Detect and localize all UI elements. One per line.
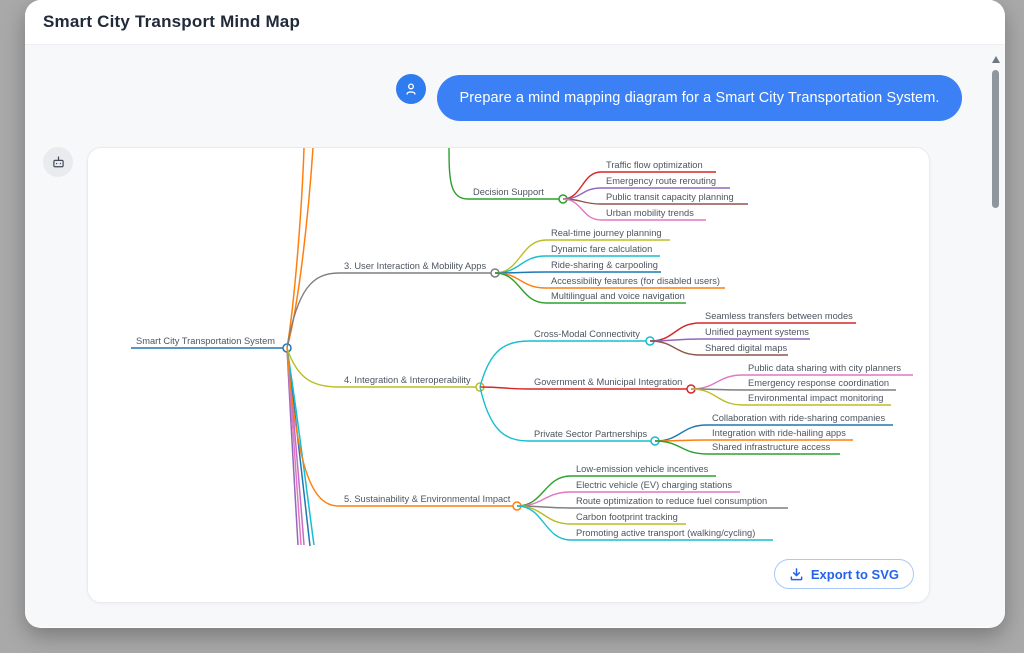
mindmap-link bbox=[479, 340, 530, 388]
mindmap-node-label[interactable]: Public data sharing with city planners bbox=[748, 363, 901, 373]
mindmap-node-label[interactable]: Integration with ride-hailing apps bbox=[712, 428, 846, 438]
mindmap-link bbox=[654, 424, 708, 442]
mindmap-node-label[interactable]: Accessibility features (for disabled use… bbox=[551, 276, 720, 286]
mindmap-node[interactable]: Environmental impact monitoring bbox=[690, 388, 891, 406]
mindmap-node[interactable]: Promoting active transport (walking/cycl… bbox=[516, 505, 773, 541]
export-svg-label: Export to SVG bbox=[810, 566, 899, 582]
mindmap-link bbox=[562, 198, 602, 221]
mindmap-node[interactable]: Ride-sharing & carpooling bbox=[494, 260, 661, 274]
mindmap-node[interactable]: Accessibility features (for disabled use… bbox=[494, 272, 725, 289]
mindmap-node-label[interactable]: Multilingual and voice navigation bbox=[551, 291, 685, 301]
mindmap-link bbox=[654, 440, 708, 455]
mindmap-link bbox=[516, 505, 572, 525]
mindmap-node[interactable]: 3. User Interaction & Mobility Apps bbox=[286, 261, 500, 349]
mindmap-card: Smart City Transportation System 3. User … bbox=[87, 147, 930, 603]
clipped-branch-link-bottom bbox=[286, 347, 315, 546]
export-svg-button[interactable]: Export to SVG bbox=[773, 559, 914, 589]
mindmap-node[interactable]: Shared digital maps bbox=[649, 340, 788, 356]
mindmap-svg[interactable]: Smart City Transportation System 3. User … bbox=[88, 148, 929, 602]
mindmap-link bbox=[516, 475, 572, 507]
scrollbar-thumb[interactable] bbox=[992, 70, 999, 208]
mindmap-node[interactable]: Public transit capacity planning bbox=[562, 192, 748, 205]
user-avatar bbox=[396, 74, 426, 104]
mindmap-node-label[interactable]: Private Sector Partnerships bbox=[534, 429, 648, 439]
person-icon bbox=[406, 83, 416, 95]
mindmap-link-from-offscreen bbox=[448, 148, 469, 200]
mindmap-link bbox=[649, 322, 701, 342]
mindmap-node[interactable]: Decision Support bbox=[448, 148, 568, 204]
mindmap-node[interactable]: Multilingual and voice navigation bbox=[494, 272, 686, 304]
mindmap-node[interactable]: Urban mobility trends bbox=[562, 198, 706, 221]
mindmap-node-label[interactable]: Route optimization to reduce fuel consum… bbox=[576, 496, 767, 506]
mindmap-node[interactable]: Smart City Transportation System bbox=[131, 336, 292, 353]
mindmap-node-label[interactable]: Decision Support bbox=[473, 187, 544, 197]
mindmap-node-label[interactable]: Unified payment systems bbox=[705, 327, 809, 337]
mindmap-link bbox=[494, 255, 547, 274]
page-title: Smart City Transport Mind Map bbox=[43, 12, 301, 31]
mindmap-link bbox=[494, 272, 547, 289]
mindmap-node-label[interactable]: Traffic flow optimization bbox=[606, 160, 703, 170]
mindmap-node[interactable]: Shared infrastructure access bbox=[654, 440, 840, 455]
mindmap-node-label[interactable]: Emergency route rerouting bbox=[606, 176, 716, 186]
mindmap-node-label[interactable]: 4. Integration & Interoperability bbox=[344, 375, 471, 385]
mindmap-link bbox=[286, 272, 340, 349]
mindmap-node-label[interactable]: Urban mobility trends bbox=[606, 208, 694, 218]
mindmap-link bbox=[516, 505, 572, 541]
scrollbar[interactable] bbox=[992, 50, 1000, 620]
mindmap-node-label[interactable]: Cross-Modal Connectivity bbox=[534, 329, 640, 339]
mindmap-node[interactable]: 4. Integration & Interoperability bbox=[286, 347, 485, 392]
mindmap-link bbox=[494, 272, 547, 304]
mindmap-node-label[interactable]: Seamless transfers between modes bbox=[705, 311, 853, 321]
mindmap-link bbox=[649, 340, 701, 356]
assistant-avatar bbox=[43, 147, 73, 177]
mindmap-node-label[interactable]: Emergency response coordination bbox=[748, 378, 889, 388]
mindmap-link bbox=[690, 388, 744, 406]
mindmap-node-label[interactable]: Promoting active transport (walking/cycl… bbox=[576, 528, 755, 538]
window-titlebar: Smart City Transport Mind Map bbox=[25, 0, 1005, 45]
mindmap-node-label[interactable]: Smart City Transportation System bbox=[136, 336, 275, 346]
mindmap-node-label[interactable]: Government & Municipal Integration bbox=[534, 377, 682, 387]
mindmap-node-label[interactable]: 3. User Interaction & Mobility Apps bbox=[344, 261, 486, 271]
mindmap-node-label[interactable]: Shared infrastructure access bbox=[712, 442, 831, 452]
chat-content-area: Prepare a mind mapping diagram for a Sma… bbox=[25, 45, 1005, 627]
scroll-up-arrow-icon[interactable] bbox=[992, 56, 1000, 63]
mindmap-node-label[interactable]: Public transit capacity planning bbox=[606, 192, 734, 202]
mindmap-link bbox=[562, 171, 602, 200]
mindmap-node-label[interactable]: Collaboration with ride-sharing companie… bbox=[712, 413, 885, 423]
mindmap-node[interactable]: Government & Municipal Integration bbox=[479, 377, 696, 394]
user-message-bubble: Prepare a mind mapping diagram for a Sma… bbox=[437, 75, 962, 121]
mindmap-node-label[interactable]: Shared digital maps bbox=[705, 343, 788, 353]
download-icon bbox=[790, 567, 803, 580]
mindmap-node-label[interactable]: 5. Sustainability & Environmental Impact bbox=[344, 494, 511, 504]
robot-icon bbox=[52, 156, 64, 167]
mindmap-link bbox=[286, 347, 340, 507]
mindmap-node-label[interactable]: Low-emission vehicle incentives bbox=[576, 464, 709, 474]
mindmap-link bbox=[479, 386, 530, 390]
clipped-branch-link-top bbox=[286, 148, 305, 349]
mindmap-link bbox=[690, 374, 744, 390]
mindmap-node-label[interactable]: Environmental impact monitoring bbox=[748, 393, 883, 403]
mindmap-link bbox=[479, 386, 530, 442]
mindmap-node-label[interactable]: Dynamic fare calculation bbox=[551, 244, 652, 254]
mindmap-link bbox=[516, 491, 572, 507]
mindmap-node[interactable]: Integration with ride-hailing apps bbox=[654, 428, 853, 442]
mindmap-node[interactable]: Unified payment systems bbox=[649, 327, 810, 342]
mindmap-node-label[interactable]: Carbon footprint tracking bbox=[576, 512, 678, 522]
mindmap-node[interactable]: Private Sector Partnerships bbox=[479, 386, 660, 446]
mindmap-node-label[interactable]: Ride-sharing & carpooling bbox=[551, 260, 658, 270]
mindmap-node-label[interactable]: Electric vehicle (EV) charging stations bbox=[576, 480, 732, 490]
app-window: Smart City Transport Mind Map Prepare a … bbox=[25, 0, 1005, 628]
mindmap-link bbox=[286, 347, 340, 388]
mindmap-node-label[interactable]: Real-time journey planning bbox=[551, 228, 662, 238]
mindmap-node[interactable]: 5. Sustainability & Environmental Impact bbox=[286, 347, 522, 511]
mindmap-node[interactable]: Route optimization to reduce fuel consum… bbox=[516, 496, 788, 509]
